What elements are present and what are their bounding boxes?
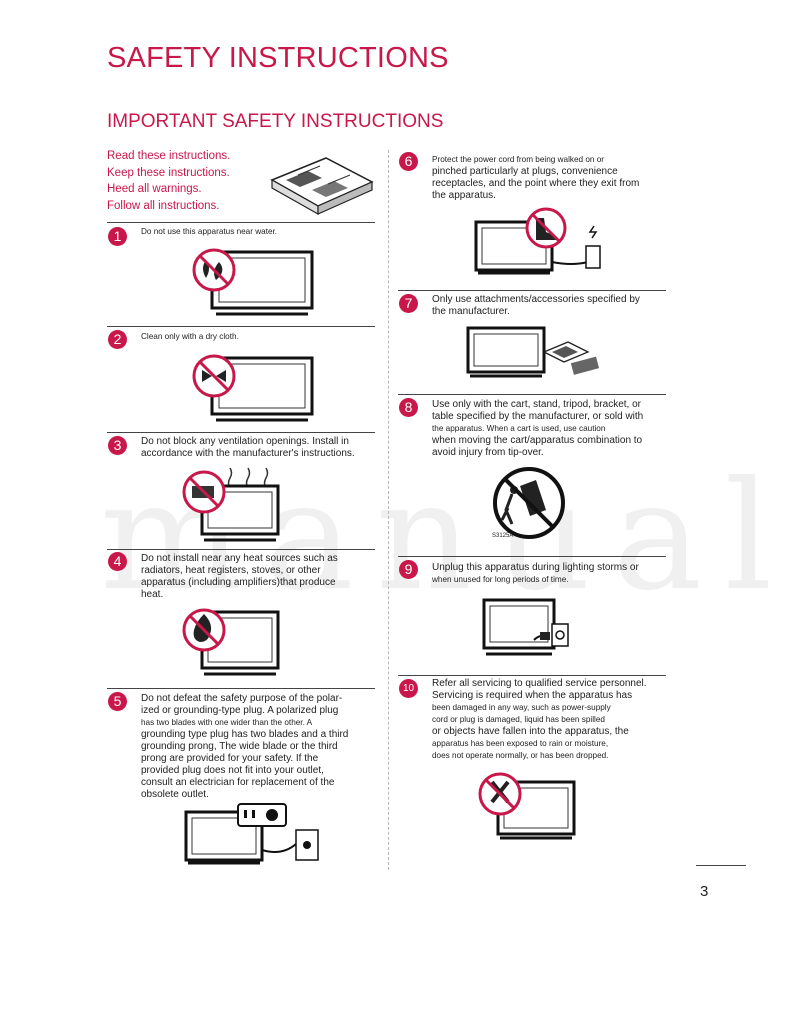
- item-number-badge: 3: [108, 436, 127, 455]
- intro-list: Read these instructions. Keep these inst…: [107, 148, 230, 214]
- item-number-badge: 7: [399, 294, 418, 313]
- manual-book-icon: [270, 157, 374, 216]
- item-text: Clean only with a dry cloth.: [141, 331, 239, 343]
- item-text-line: Refer all servicing to qualified service…: [432, 678, 647, 689]
- item-text-line: accordance with the manufacturer's instr…: [141, 448, 355, 459]
- item-text-line: Do not block any ventilation openings. I…: [141, 436, 349, 447]
- item-text-line: radiators, heat registers, stoves, or ot…: [141, 565, 321, 576]
- item-text-line: when moving the cart/apparatus combinati…: [432, 435, 643, 446]
- item-text-line: grounding prong, The wide blade or the t…: [141, 741, 338, 752]
- intro-line: Keep these instructions.: [107, 166, 230, 179]
- item-text-line: does not operate normally, or has been d…: [432, 751, 609, 760]
- item-text-line: heat.: [141, 589, 164, 600]
- item-text-line: ized or grounding-type plug. A polarized…: [141, 705, 339, 716]
- item-separator: [398, 675, 666, 676]
- item-text: Do not block any ventilation openings. I…: [141, 436, 355, 460]
- item-text-line: has two blades with one wider than the o…: [141, 718, 313, 727]
- item-number-badge: 10: [399, 679, 418, 698]
- item-text: Use only with the cart, stand, tripod, b…: [432, 399, 643, 459]
- page-number: 3: [700, 883, 709, 900]
- item-text-line: obsolete outlet.: [141, 789, 209, 800]
- item-text: Refer all servicing to qualified service…: [432, 678, 647, 762]
- item-separator: [107, 432, 375, 433]
- accessories-icon: [466, 326, 600, 378]
- no-step-cord-icon: [474, 207, 601, 275]
- section-title: IMPORTANT SAFETY INSTRUCTIONS: [107, 111, 444, 132]
- item-text: Unplug this apparatus during lighting st…: [432, 562, 639, 586]
- item-text-line: Servicing is required when the apparatus…: [432, 690, 633, 701]
- item-number-badge: 9: [399, 560, 418, 579]
- item-text-line: table specified by the manufacturer, or …: [432, 411, 644, 422]
- item-separator: [398, 556, 666, 557]
- item-text-line: apparatus has been exposed to rain or mo…: [432, 739, 609, 748]
- item-text: Do not defeat the safety purpose of the …: [141, 693, 348, 801]
- cart-tipover-icon: [493, 467, 565, 539]
- no-water-icon: [192, 248, 314, 316]
- item-text-line: provided plug does not fit into your out…: [141, 765, 324, 776]
- item-separator: [107, 688, 375, 689]
- item-number-badge: 1: [108, 227, 127, 246]
- item-separator: [107, 326, 375, 327]
- item-text-line: the apparatus. When a cart is used, use …: [432, 424, 606, 433]
- item-number-badge: 6: [399, 152, 418, 171]
- item-text: Only use attachments/accessories specifi…: [432, 294, 640, 318]
- column-divider: [388, 150, 389, 870]
- no-fire-icon: [182, 608, 280, 676]
- item-number-badge: 5: [108, 692, 127, 711]
- item-text-line: Do not install near any heat sources suc…: [141, 553, 338, 564]
- item-text-line: Do not use this apparatus near water.: [141, 227, 278, 236]
- intro-line: Heed all warnings.: [107, 183, 202, 195]
- item-text-line: the manufacturer.: [432, 306, 510, 317]
- item-text-line: grounding type plug has two blades and a…: [141, 729, 349, 740]
- item-text-line: or objects have fallen into the apparatu…: [432, 726, 629, 737]
- no-block-vent-icon: [182, 467, 280, 542]
- item-separator: [398, 290, 666, 291]
- item-text: Do not install near any heat sources suc…: [141, 553, 338, 601]
- item-text-line: receptacles, and the point where they ex…: [432, 178, 640, 189]
- unplug-icon: [482, 598, 569, 656]
- intro-line: Read these instructions.: [107, 150, 231, 162]
- item-text-line: the apparatus.: [432, 190, 496, 201]
- item-text-line: been damaged in any way, such as power-s…: [432, 703, 611, 712]
- item-text-line: Clean only with a dry cloth.: [141, 332, 239, 341]
- page-number-rule: [696, 865, 746, 866]
- item-text-line: Protect the power cord from being walked…: [432, 155, 605, 164]
- item-text-line: Do not defeat the safety purpose of the …: [141, 693, 343, 704]
- item-text-line: Unplug this apparatus during lighting st…: [432, 562, 639, 573]
- item-separator: [107, 549, 375, 550]
- item-text: Do not use this apparatus near water.: [141, 226, 277, 238]
- intro-line: Follow all instructions.: [107, 199, 220, 212]
- item-number-badge: 4: [108, 552, 127, 571]
- no-spray-icon: [192, 354, 314, 422]
- item-text-line: Use only with the cart, stand, tripod, b…: [432, 399, 641, 410]
- item-text-line: when unused for long periods of time.: [432, 575, 569, 584]
- item-text: Protect the power cord from being walked…: [432, 154, 639, 202]
- item-text-line: prong are provided for your safety. If t…: [141, 753, 319, 764]
- item-text-line: Only use attachments/accessories specifi…: [432, 294, 640, 305]
- item-text-line: avoid injury from tip-over.: [432, 447, 544, 458]
- item-text-line: apparatus (including amplifiers)that pro…: [141, 577, 336, 588]
- item-separator: [398, 394, 666, 395]
- item-number-badge: 2: [108, 330, 127, 349]
- item-separator: [107, 222, 375, 223]
- symbol-code-label: S3125A: [492, 533, 514, 539]
- item-text-line: pinched particularly at plugs, convenien…: [432, 166, 618, 177]
- page-title: SAFETY INSTRUCTIONS: [107, 42, 449, 74]
- item-number-badge: 8: [399, 398, 418, 417]
- no-self-service-icon: [478, 772, 576, 840]
- item-text-line: consult an electrician for replacement o…: [141, 777, 335, 788]
- grounded-plug-icon: [184, 803, 319, 865]
- item-text-line: cord or plug is damaged, liquid has been…: [432, 715, 605, 724]
